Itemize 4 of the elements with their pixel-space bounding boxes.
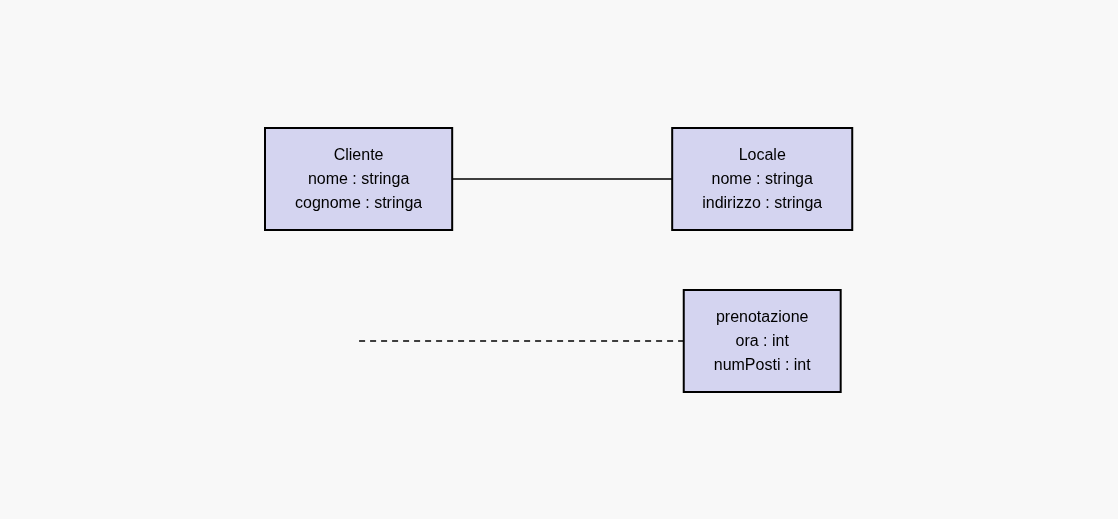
connector: [358, 339, 685, 342]
node-box: Cliente nome : stringa cognome : stringa: [264, 126, 454, 231]
node-box: Locale nome : stringa indirizzo : stringa: [671, 126, 854, 231]
node-box: prenotazione ora : int numPosti : int: [683, 288, 843, 393]
